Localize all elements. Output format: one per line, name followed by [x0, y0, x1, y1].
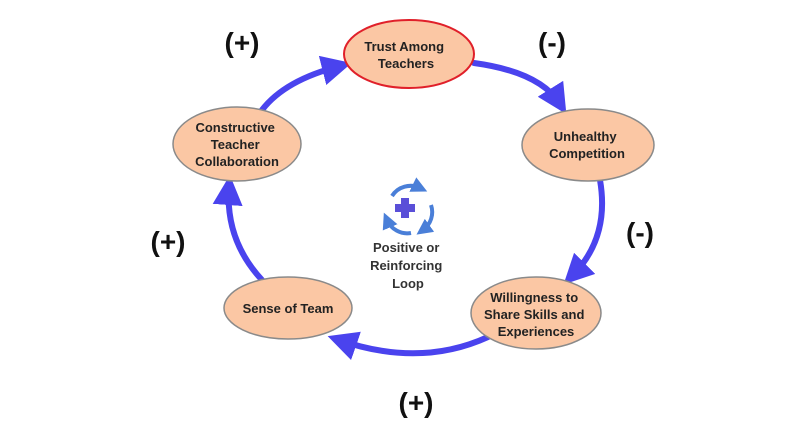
- node-sense-label: Sense of Team: [243, 301, 334, 316]
- node-unhealthy-shape: [521, 108, 655, 182]
- node-willingness-label: Willingness to Share Skills and Experien…: [484, 290, 588, 339]
- plus-icon: [395, 198, 415, 218]
- loop-type-line-3: Loop: [392, 276, 424, 291]
- node-sense: Sense of Team: [223, 276, 353, 340]
- polarity-willingness-to-sense: (+): [399, 387, 434, 418]
- node-collab-line-1: Constructive: [195, 120, 274, 135]
- node-willingness-line-2: Share Skills and: [484, 307, 584, 322]
- node-unhealthy-label: Unhealthy Competition: [549, 129, 625, 161]
- node-willingness-shape: [470, 276, 602, 350]
- arrow-unhealthy-to-willingness: [563, 177, 606, 285]
- arrow-trust-to-unhealthy: [471, 60, 567, 115]
- node-willingness-line-3: Experiences: [498, 324, 575, 339]
- node-willingness-line-1: Willingness to: [490, 290, 578, 305]
- arrows: [212, 55, 606, 361]
- node-trust-shape: [343, 19, 475, 89]
- node-trust-line-1: Trust Among: [364, 39, 444, 54]
- node-unhealthy-line-2: Competition: [549, 146, 625, 161]
- node-trust: Trust Among Teachers: [343, 19, 475, 89]
- polarity-trust-to-unhealthy: (-): [538, 27, 566, 58]
- loop-type-line-2: Reinforcing: [370, 258, 442, 273]
- node-unhealthy: Unhealthy Competition: [521, 108, 655, 182]
- node-collab-shape: [172, 106, 302, 182]
- reinforcing-loop-icon: [382, 177, 435, 236]
- arrow-sense-to-collab: [212, 175, 265, 283]
- node-trust-line-2: Teachers: [378, 56, 434, 71]
- polarity-unhealthy-to-willingness: (-): [626, 217, 654, 248]
- polarity-sense-to-collab: (+): [151, 226, 186, 257]
- node-collab-line-3: Collaboration: [195, 154, 279, 169]
- node-trust-label: Trust Among Teachers: [364, 39, 447, 71]
- node-collab-line-2: Teacher: [211, 137, 260, 152]
- node-sense-line-1: Sense of Team: [243, 301, 334, 316]
- arrow-willingness-to-sense: [327, 331, 491, 361]
- polarity-collab-to-trust: (+): [225, 27, 260, 58]
- node-collab: Constructive Teacher Collaboration: [172, 106, 302, 182]
- node-collab-label: Constructive Teacher Collaboration: [195, 120, 279, 169]
- arrow-collab-to-trust: [259, 55, 352, 113]
- node-unhealthy-line-1: Unhealthy: [554, 129, 618, 144]
- loop-type-line-1: Positive or: [373, 240, 439, 255]
- node-willingness: Willingness to Share Skills and Experien…: [470, 276, 602, 350]
- node-sense-shape: [223, 276, 353, 340]
- loop-type-label: Positive or Reinforcing Loop: [370, 240, 446, 291]
